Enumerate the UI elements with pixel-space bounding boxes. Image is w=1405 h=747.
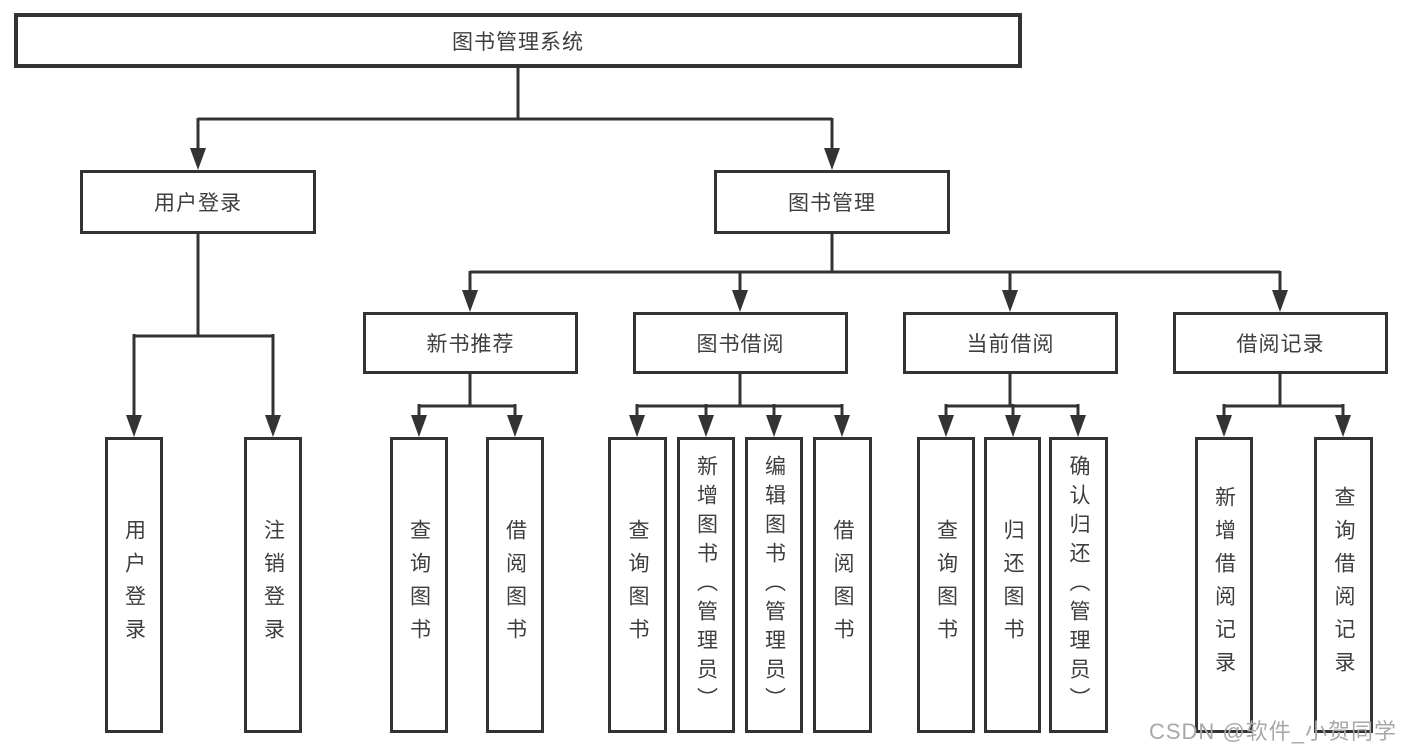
leaf-return-book: 归还图书 bbox=[984, 437, 1041, 733]
leaf-borrowing-query-book: 查询图书 bbox=[608, 437, 667, 733]
node-current-borrowing: 当前借阅 bbox=[903, 312, 1118, 374]
leaf-user-login: 用户登录 bbox=[105, 437, 163, 733]
leaf-current-query-book: 查询图书 bbox=[917, 437, 975, 733]
csdn-watermark: CSDN @软件_小贺同学 bbox=[1148, 719, 1397, 744]
leaf-add-book-admin: 新增图书（管理员） bbox=[677, 437, 735, 733]
leaf-add-borrow-record: 新增借阅记录 bbox=[1195, 437, 1253, 733]
leaf-borrowing-borrow-book: 借阅图书 bbox=[813, 437, 872, 733]
leaf-confirm-return-admin: 确认归还（管理员） bbox=[1049, 437, 1108, 733]
node-user-login: 用户登录 bbox=[80, 170, 316, 234]
node-book-management: 图书管理 bbox=[714, 170, 950, 234]
node-book-borrowing: 图书借阅 bbox=[633, 312, 848, 374]
arrowheads bbox=[126, 148, 1351, 437]
leaf-edit-book-admin: 编辑图书（管理员） bbox=[745, 437, 803, 733]
node-library-management-system: 图书管理系统 bbox=[14, 13, 1022, 68]
leaf-recommend-borrow-book: 借阅图书 bbox=[486, 437, 544, 733]
leaf-recommend-query-book: 查询图书 bbox=[390, 437, 448, 733]
leaf-query-borrow-record: 查询借阅记录 bbox=[1314, 437, 1373, 733]
leaf-logout: 注销登录 bbox=[244, 437, 302, 733]
node-borrowing-records: 借阅记录 bbox=[1173, 312, 1388, 374]
node-new-book-recommend: 新书推荐 bbox=[363, 312, 578, 374]
